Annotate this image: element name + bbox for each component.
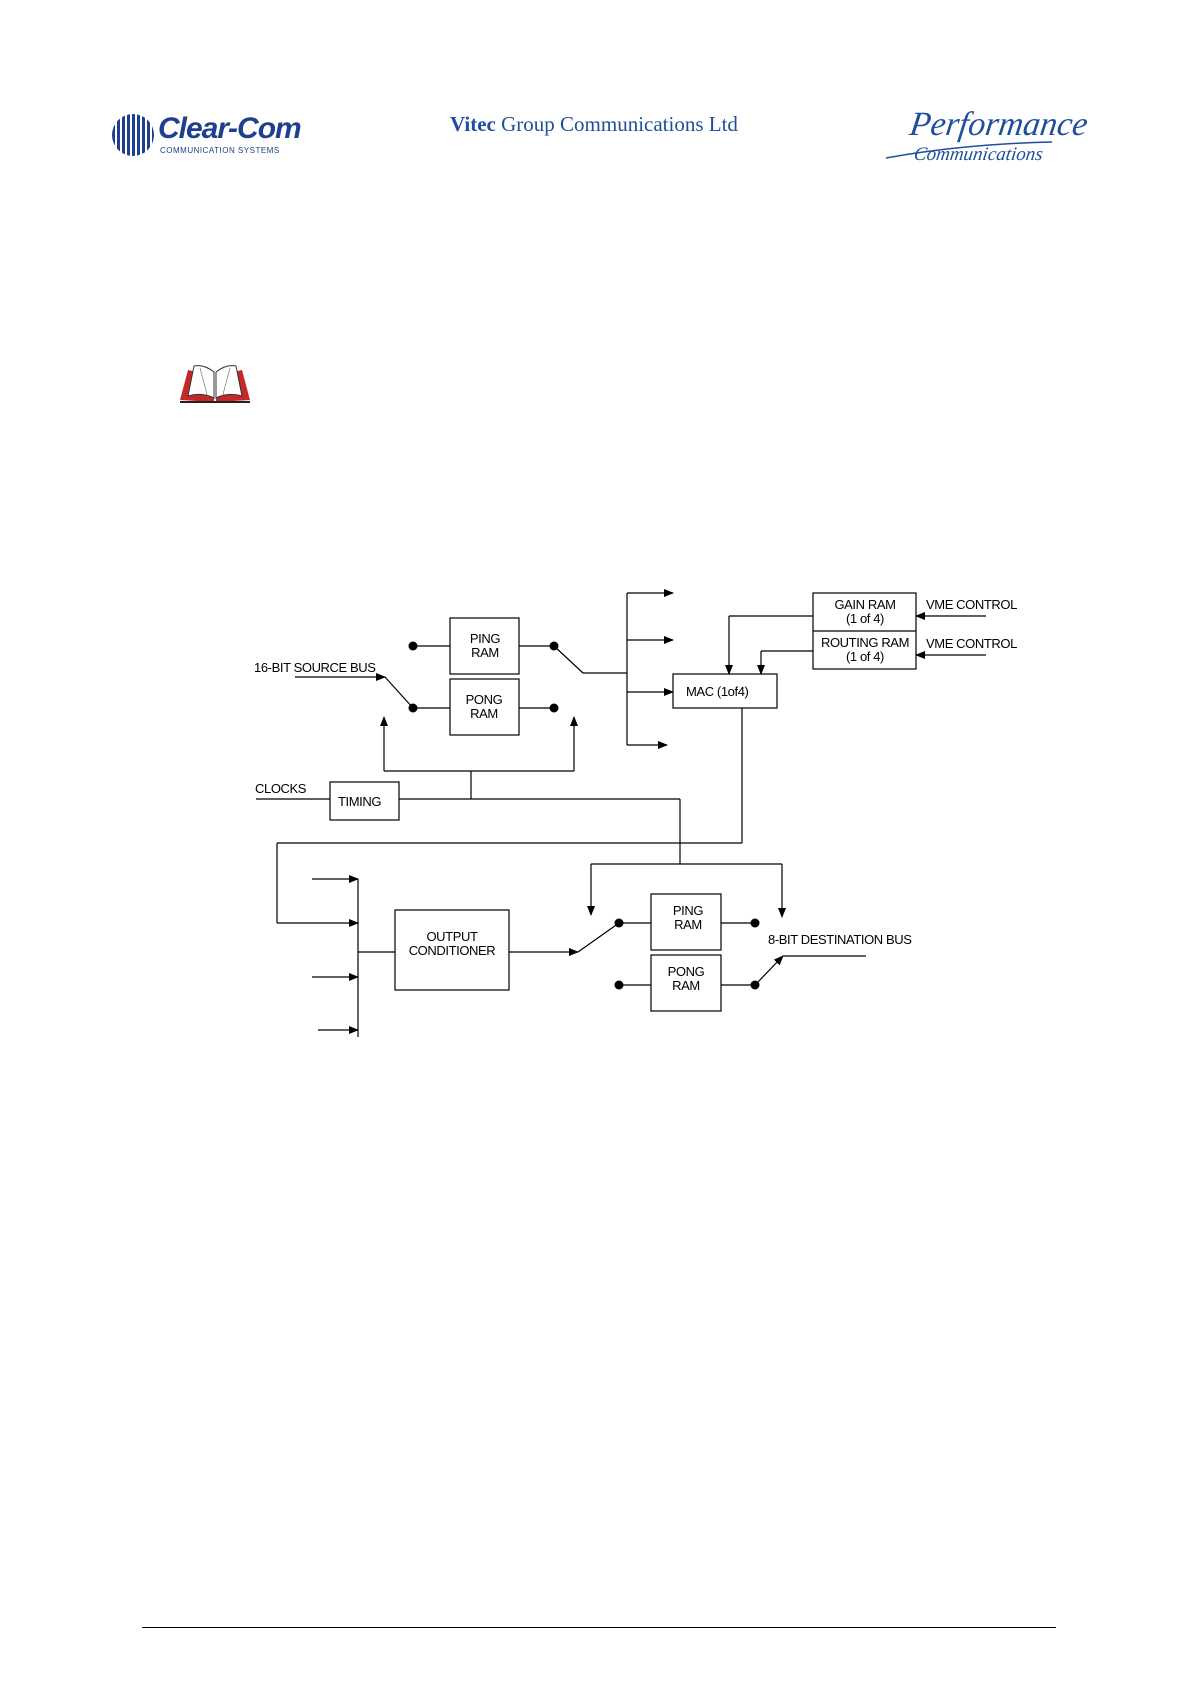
ping-ram-top-label-2: RAM: [471, 645, 499, 660]
routing-ram-label-2: (1 of 4): [846, 649, 884, 664]
pong-ram-top-label-2: RAM: [470, 706, 498, 721]
gain-ram-label-2: (1 of 4): [846, 611, 884, 626]
pong-ram-bottom-label-2: RAM: [672, 978, 700, 993]
output-conditioner-label-2: CONDITIONER: [409, 943, 496, 958]
pong-ram-bottom-label-1: PONG: [668, 964, 705, 979]
timing-label: TIMING: [338, 794, 381, 809]
source-bus-label: 16-BIT SOURCE BUS: [254, 660, 376, 675]
mac-label: MAC (1of4): [686, 684, 749, 699]
routing-ram-label-1: ROUTING RAM: [821, 635, 909, 650]
gain-ram-label-1: GAIN RAM: [834, 597, 895, 612]
vme-control-label-1: VME CONTROL: [926, 597, 1017, 612]
ping-ram-top-label-1: PING: [470, 631, 500, 646]
output-conditioner-label-1: OUTPUT: [426, 929, 478, 944]
ping-ram-bottom-label-2: RAM: [674, 917, 702, 932]
vme-control-label-2: VME CONTROL: [926, 636, 1017, 651]
pong-ram-top-label-1: PONG: [466, 692, 503, 707]
footer-rule: [142, 1627, 1056, 1628]
ping-ram-bottom-label-1: PING: [673, 903, 703, 918]
clocks-label: CLOCKS: [255, 781, 307, 796]
destination-bus-label: 8-BIT DESTINATION BUS: [768, 932, 912, 947]
